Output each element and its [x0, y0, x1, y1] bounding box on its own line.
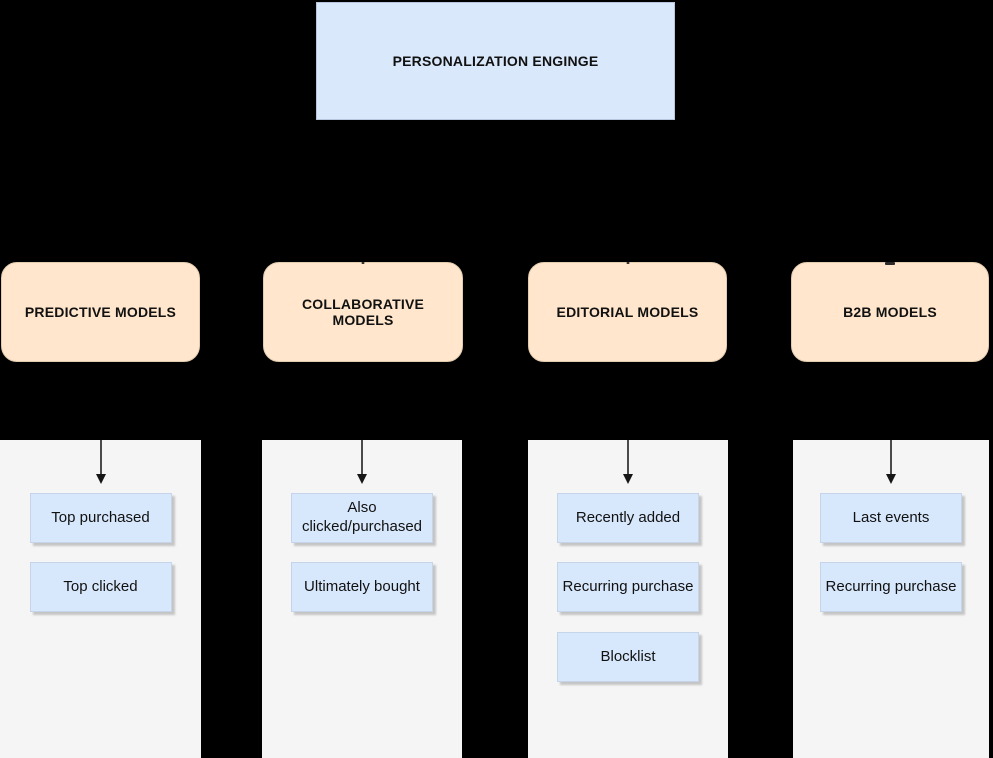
- node-label: EDITORIAL MODELS: [556, 304, 699, 320]
- node-ultimately-bought[interactable]: Ultimately bought: [291, 562, 433, 612]
- group-collaborative-models[interactable]: Also clicked/purchased Ultimately bought: [262, 440, 462, 758]
- node-collaborative-models[interactable]: COLLABORATIVE MODELS: [263, 262, 463, 362]
- node-recently-added[interactable]: Recently added: [557, 493, 699, 543]
- node-predictive-models[interactable]: PREDICTIVE MODELS: [1, 262, 200, 362]
- node-personalization-engine[interactable]: PERSONALIZATION ENGINGE: [316, 2, 675, 120]
- node-top-purchased[interactable]: Top purchased: [29, 493, 172, 543]
- arrow-shaft: [99, 440, 102, 475]
- node-label: Also clicked/purchased: [301, 499, 423, 535]
- arrowhead-icon: [95, 474, 106, 484]
- group-editorial-models[interactable]: Recently added Recurring purchase Blockl…: [528, 440, 728, 758]
- node-label: COLLABORATIVE MODELS: [301, 296, 425, 328]
- node-label: Top purchased: [51, 508, 150, 526]
- node-label: B2B MODELS: [843, 304, 937, 320]
- node-also-clicked-purchased[interactable]: Also clicked/purchased: [291, 493, 433, 543]
- arrowhead-icon: [886, 474, 896, 484]
- node-label: Recurring purchase: [562, 577, 694, 595]
- node-label: Recurring purchase: [825, 577, 957, 595]
- node-label: PREDICTIVE MODELS: [24, 304, 177, 320]
- node-label: Recently added: [575, 508, 681, 526]
- group-predictive-models[interactable]: Top purchased Top clicked: [0, 440, 201, 758]
- node-blocklist[interactable]: Blocklist: [557, 632, 699, 682]
- connector-arrow-tip: [361, 262, 365, 264]
- node-label: Last events: [852, 508, 930, 526]
- down-arrow-connector[interactable]: [622, 440, 634, 484]
- node-editorial-models[interactable]: EDITORIAL MODELS: [528, 262, 727, 362]
- arrow-shaft: [361, 440, 363, 475]
- node-label: Top clicked: [63, 577, 138, 595]
- down-arrow-connector[interactable]: [885, 440, 897, 484]
- node-b2b-models[interactable]: B2B MODELS: [791, 262, 989, 362]
- node-recurring-purchase-b2b[interactable]: Recurring purchase: [820, 562, 962, 612]
- arrowhead-icon: [357, 474, 367, 484]
- arrow-shaft: [627, 440, 629, 475]
- node-last-events[interactable]: Last events: [820, 493, 962, 543]
- node-label: Blocklist: [600, 647, 656, 665]
- node-label: PERSONALIZATION ENGINGE: [392, 53, 599, 69]
- node-label: Ultimately bought: [304, 577, 420, 595]
- connector-arrow-tip: [885, 262, 895, 265]
- down-arrow-connector[interactable]: [95, 440, 107, 484]
- group-b2b-models[interactable]: Last events Recurring purchase: [793, 440, 989, 758]
- node-top-clicked[interactable]: Top clicked: [29, 562, 172, 612]
- arrowhead-icon: [623, 474, 633, 484]
- connector-arrow-tip: [626, 262, 629, 264]
- node-recurring-purchase-editorial[interactable]: Recurring purchase: [557, 562, 699, 612]
- arrow-shaft: [890, 440, 892, 475]
- down-arrow-connector[interactable]: [356, 440, 368, 484]
